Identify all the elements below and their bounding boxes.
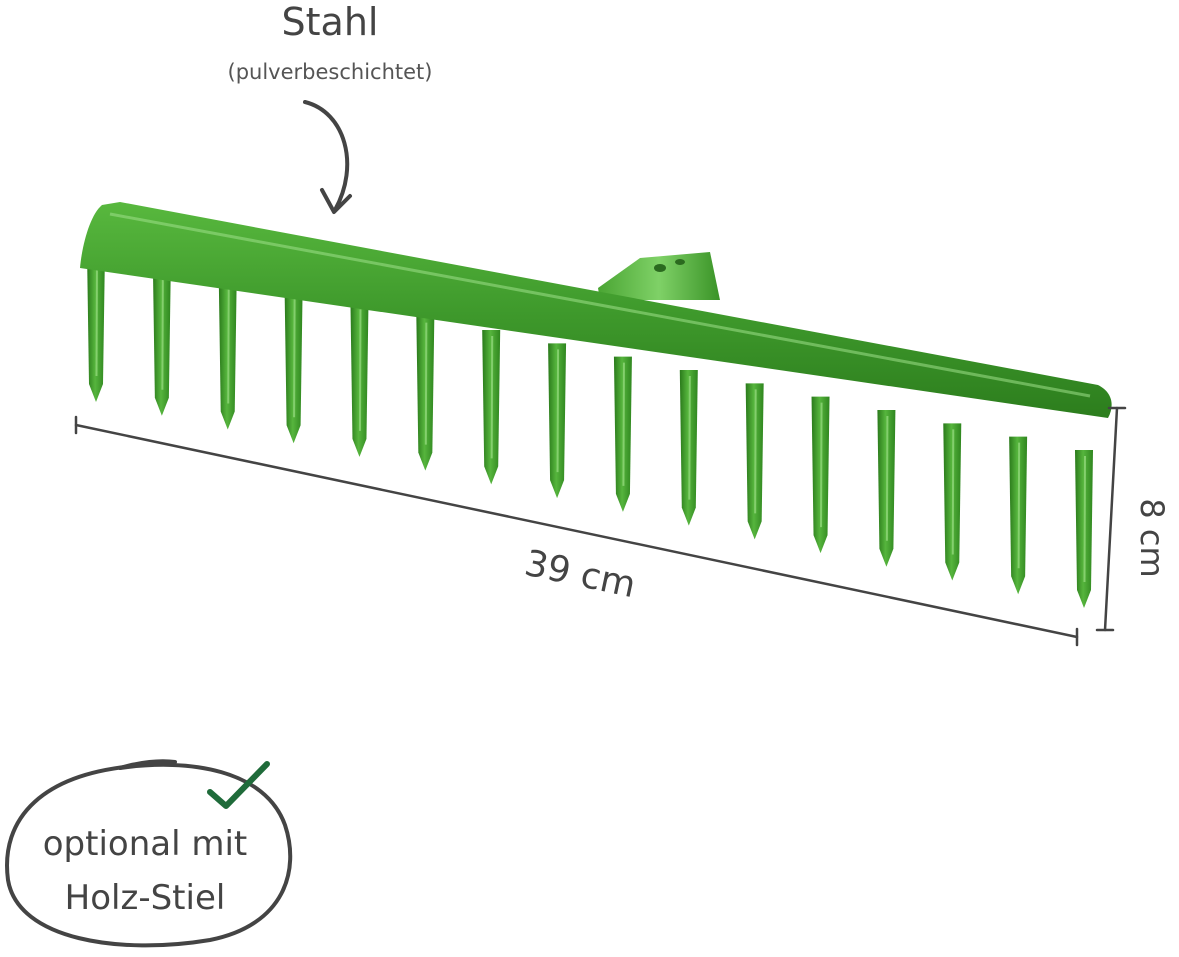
- curved-arrow-icon: [303, 100, 352, 214]
- material-subtitle: (pulverbeschichtet): [227, 60, 433, 84]
- rake-tine-highlight: [754, 389, 757, 514]
- rake-tine-highlight: [885, 415, 889, 541]
- option-circle: [5, 759, 293, 948]
- rake-socket: [598, 252, 720, 300]
- rake-tines: [87, 250, 1093, 608]
- width-dimension-line: [74, 415, 1079, 647]
- rake-tine-highlight: [424, 322, 428, 445]
- rake-tine-highlight: [951, 429, 955, 555]
- rake-tine-highlight: [161, 269, 164, 390]
- height-dimension-line: [1095, 406, 1127, 632]
- rake-tine-highlight: [556, 349, 560, 473]
- option-text-line2: Holz-Stiel: [64, 878, 226, 918]
- rake-head: [80, 202, 1112, 608]
- rake-tine-highlight: [820, 402, 823, 528]
- rake-tine-highlight: [490, 335, 494, 459]
- height-dimension-label: 8 cm: [1133, 498, 1171, 578]
- rake-tine-highlight: [622, 362, 625, 486]
- rake-tine-highlight: [1017, 442, 1021, 569]
- checkmark-icon: [207, 761, 270, 809]
- rake-tine-highlight: [688, 375, 691, 500]
- rake-tine-highlight: [1083, 455, 1086, 583]
- rake-tine-highlight: [227, 282, 230, 404]
- rake-tine-highlight: [95, 255, 98, 377]
- rake-tine-highlight: [358, 309, 362, 431]
- rake-tine-highlight: [293, 295, 296, 418]
- option-text-line1: optional mit: [42, 824, 248, 864]
- material-title: Stahl: [281, 0, 379, 44]
